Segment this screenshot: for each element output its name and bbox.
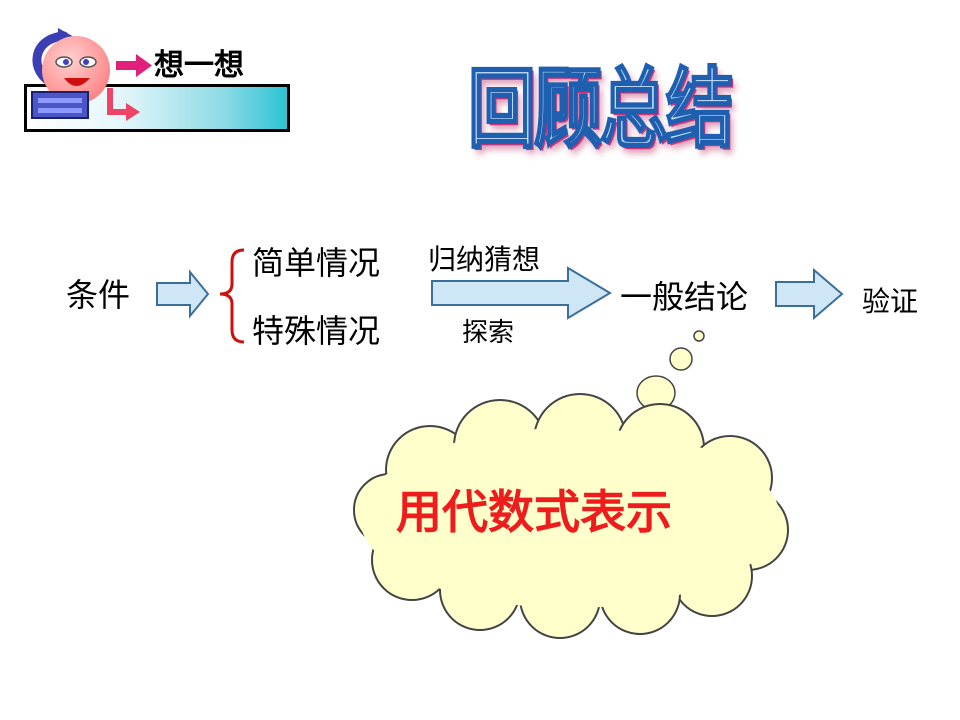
thought-bubble-small: [693, 330, 705, 342]
condition-label: 条件: [66, 276, 131, 314]
thought-bubble-medium: [669, 347, 693, 371]
arrow-condition-to-cases: [156, 269, 210, 319]
cases-brace: [219, 248, 245, 344]
badge-label: 想一想: [154, 48, 244, 83]
page-title: 回顾总结: [467, 58, 735, 162]
smiley-face-icon: [42, 36, 110, 104]
explore-label: 探索: [462, 318, 515, 348]
arrow-conclusion-to-verify: [775, 267, 844, 321]
red-turn-arrow-icon: [107, 88, 140, 121]
blue-bar-icon: [31, 91, 89, 119]
special-case-label: 特殊情况: [252, 312, 381, 350]
simple-case-label: 简单情况: [252, 244, 381, 282]
induction-guess-label: 归纳猜想: [428, 243, 541, 276]
general-conclusion-label: 一般结论: [620, 278, 749, 316]
verify-label: 验证: [862, 285, 919, 318]
think-badge: 想一想: [24, 28, 294, 132]
arrow-cases-to-conclusion: [431, 266, 612, 320]
cloud-text: 用代数式表示: [396, 485, 672, 539]
pink-right-arrow-icon: [116, 54, 152, 77]
